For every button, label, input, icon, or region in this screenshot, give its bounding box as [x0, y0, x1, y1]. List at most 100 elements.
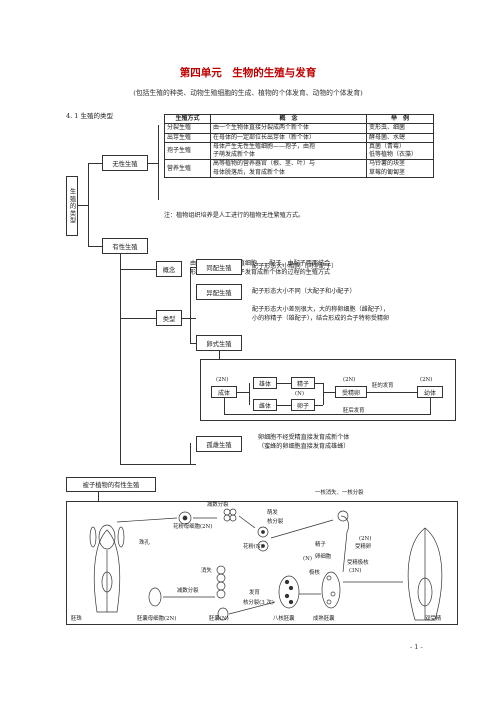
adult-box: 成体: [211, 386, 237, 398]
flow-arrow: [323, 392, 335, 393]
table-cell: 出芽生殖: [164, 132, 211, 143]
tree-line: [120, 269, 156, 270]
fertilized-egg-label: 受精卵: [355, 544, 372, 550]
post-dev-label: 胚后发育: [343, 408, 365, 414]
mitosis-label-1: 核分裂: [267, 519, 284, 525]
table-cell: 由一个生物体直接分裂成两个新个体: [210, 123, 367, 134]
page-subtitle: (包括生殖的种类、动物生殖细胞的生成、植物的个体发育、动物的个体发育): [133, 89, 363, 97]
table-note: 注：植物组织培养是人工进行的植物无性繁殖方式。: [164, 212, 305, 219]
disappear-label: 消失: [201, 568, 212, 574]
parthenogenesis-line: 卵细胞不经受精直接发育成新个体: [258, 434, 350, 441]
flow-line: [315, 405, 323, 406]
micropyle-label: 珠孔: [139, 540, 150, 546]
root-box: 生殖的类型: [66, 176, 78, 236]
megaspore-label: 胚囊(N): [209, 616, 229, 622]
table-cell: 高等植物的营养器官（根、茎、叶）与母体脱落后，发育成新个体: [210, 159, 367, 179]
tree-line: [148, 163, 158, 164]
tree-line: [190, 318, 196, 319]
asexual-box: 无性生殖: [102, 155, 148, 171]
flow-arrow: [224, 398, 225, 414]
table-header: 概 念: [210, 113, 367, 125]
angiosperm-box: 被子植物的有性生殖: [66, 477, 156, 492]
gamete-ploidy: (N): [295, 391, 304, 397]
ovary-shape: [93, 529, 121, 613]
tree-line: [219, 351, 220, 359]
tree-line: [190, 267, 191, 343]
table-cell: 马铃薯的块茎草莓的匍匐茎: [366, 159, 434, 179]
ovule-label: 胚珠: [71, 616, 82, 622]
meiosis-label-1: 减数分裂: [207, 502, 229, 508]
sperm-label: 精子: [315, 542, 326, 548]
table-cell: 营养生殖: [164, 159, 211, 179]
oogamy-desc: 配子形态大小差别很大，大的称卵细胞（雌配子）， 小的称精子（雄配子），结合形成的…: [252, 305, 389, 323]
table-cell: 孢子生殖: [164, 141, 211, 161]
concept-line: 由亲体产生有性生殖细胞——配子，由配子两两结合: [190, 260, 331, 267]
tree-line: [190, 267, 196, 268]
cell-line: 子萌发成新个体: [213, 151, 256, 159]
cell-line: 低等植物（衣藻）: [369, 151, 418, 159]
flow-arrow: [367, 392, 417, 393]
tree-line: [98, 492, 99, 501]
table-header: 举 例: [366, 113, 434, 125]
develop-label: 发育: [249, 590, 260, 596]
egg-cell-label: 卵细胞: [315, 554, 332, 560]
male-box: 雄体: [253, 377, 277, 389]
oogamy-flow-frame: [200, 359, 456, 421]
flow-arrow: [277, 405, 291, 406]
table-row: 营养生殖 高等植物的营养器官（根、茎、叶）与母体脱落后，发育成新个体 马铃薯的块…: [164, 159, 434, 179]
embryo-sac-mother-label: 胚囊母细胞(2N): [137, 616, 177, 622]
parthenogenesis-desc: 卵细胞不经受精直接发育成新个体 （蜜蜂的卵细胞直接发育成雄蜂）: [258, 433, 349, 451]
table-header-row: 生殖方式 概 念 举 例: [164, 113, 434, 125]
young-box: 幼体: [417, 386, 443, 398]
table-cell: 母体产生无性生殖细胞——孢子，由孢子萌发成新个体: [210, 141, 367, 161]
flow-line: [224, 414, 431, 415]
female-box: 雌体: [253, 399, 277, 411]
pollen-mother-label: 花粉母细胞(2N): [173, 524, 213, 530]
pollen-label: 花粉(N): [243, 544, 263, 550]
cell-line: 真菌（青霉）: [369, 142, 406, 150]
isogamy-box: 同配生殖: [196, 259, 242, 275]
polar-label: 极核: [309, 570, 320, 576]
tree-line: [120, 318, 156, 319]
table-cell: 分裂生殖: [164, 123, 211, 134]
tree-line: [120, 464, 196, 465]
page-number: - 1 -: [410, 643, 423, 651]
tree-line: [120, 254, 121, 464]
parthenogenesis-box: 孤雌生殖: [196, 436, 242, 452]
parthenogenesis-line: （蜜蜂的卵细胞直接发育成雄蜂）: [258, 443, 350, 450]
tree-line: [158, 125, 159, 200]
section-heading: 4. 1 生殖的类型: [66, 112, 113, 120]
flow-line: [249, 383, 250, 405]
mitosis-label-3: 核分裂(3 次): [243, 600, 274, 606]
concept-box: 概念: [156, 261, 182, 277]
tree-line: [190, 443, 191, 464]
young-ploidy: (2N): [420, 377, 433, 383]
cell-line: 草莓的匍匐茎: [369, 168, 406, 176]
tree-line: [190, 343, 196, 344]
table-header: 生殖方式: [164, 113, 211, 125]
asexual-table: 生殖方式 概 念 举 例 分裂生殖 由一个生物体直接分裂成两个新个体 变形虫、细…: [164, 113, 434, 179]
flow-line: [315, 383, 323, 384]
concept-line: 形成合子，再由合子发育成新个体的过程的生殖方式: [190, 269, 331, 276]
zygote-box: 受精卵: [335, 386, 367, 398]
table-cell: 在母体的一定部位长出芽体（新个体）: [210, 132, 367, 143]
sexual-box: 有性生殖: [102, 238, 148, 254]
angiosperm-illustration: [89, 508, 443, 621]
tree-line: [88, 246, 102, 247]
flow-line: [323, 383, 324, 405]
zygote-ploidy-label: (2N): [359, 536, 372, 542]
table-cell: 变形虫、细菌: [366, 123, 434, 134]
oogamy-box: 卵式生殖: [196, 335, 242, 351]
double-fert-label: 双受精: [425, 616, 442, 622]
tree-line: [78, 205, 88, 206]
table-row: 分裂生殖 由一个生物体直接分裂成两个新个体 变形虫、细菌: [164, 123, 434, 134]
sperm-box: 精子: [291, 377, 315, 389]
anisogamy-desc: 配子形态大小不同（大配子和小配子）: [252, 288, 356, 295]
angiosperm-diagram: 减数分裂 花粉母细胞(2N) 萌发 核分裂 花粉(N) 一核消失、一核分裂 珠孔…: [66, 490, 458, 625]
flow-line: [430, 398, 431, 414]
cell-line: 母体产生无性生殖细胞——孢子，由孢: [213, 142, 316, 150]
type-box: 类型: [156, 310, 182, 326]
table-cell: 真菌（青霉）低等植物（衣藻）: [366, 141, 434, 161]
page-title: 第四单元 生物的生殖与发育: [179, 67, 317, 79]
oogamy-line: 配子形态大小差别很大，大的称卵细胞（雌配子），: [252, 306, 390, 313]
